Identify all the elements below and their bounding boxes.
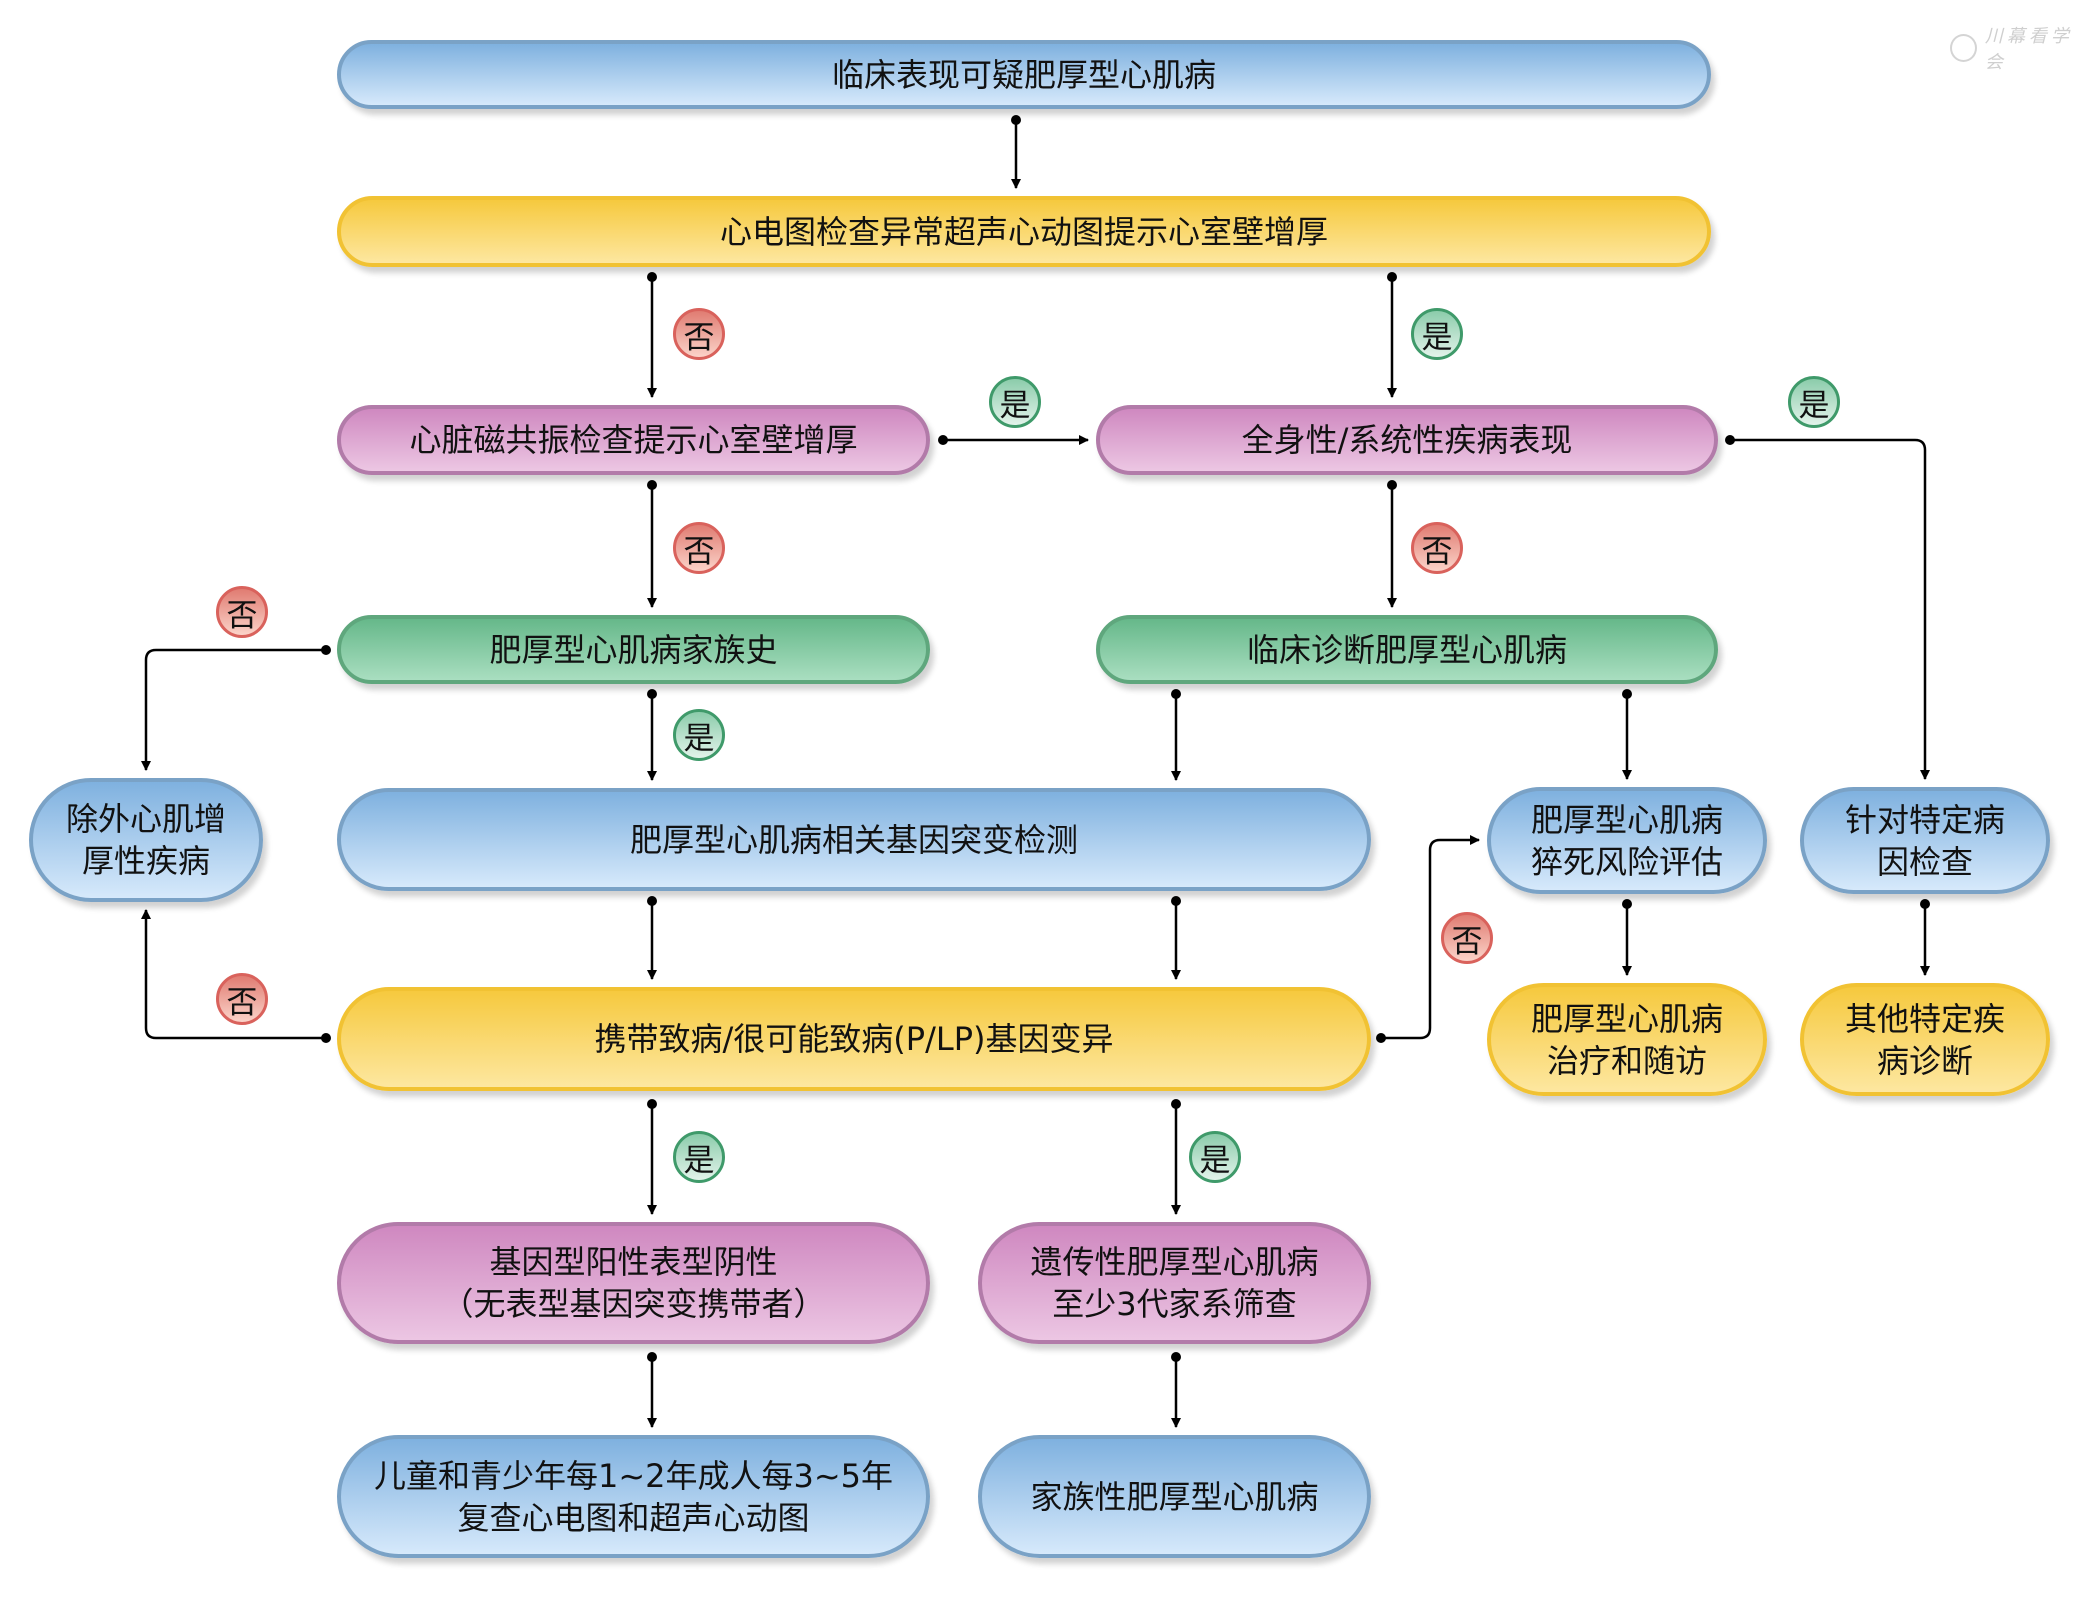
- connector-start-dot: [647, 1099, 657, 1109]
- node-genotype-positive-phenotype-negative: 基因型阳性表型阴性 （无表型基因突变携带者）: [337, 1222, 930, 1344]
- badge-no: 否: [673, 308, 725, 360]
- connector-start-dot: [1171, 689, 1181, 699]
- connector-start-dot: [647, 1352, 657, 1362]
- connector-plp-to-exclude: [141, 909, 326, 1040]
- watermark-text: 川幕看学会: [1984, 26, 2073, 73]
- badge-no: 否: [216, 586, 268, 638]
- node-treatment: 肥厚型心肌病 治疗和随访: [1487, 983, 1767, 1096]
- node-family-history: 肥厚型心肌病家族史: [337, 615, 930, 684]
- connector-systemic-to-specific: [1730, 438, 1930, 780]
- connector-start-dot: [647, 689, 657, 699]
- badge-no: 否: [1411, 522, 1463, 574]
- node-familial: 家族性肥厚型心肌病: [978, 1435, 1371, 1558]
- badge-yes: 是: [989, 376, 1041, 428]
- node-followup: 儿童和青少年每1~2年成人每3~5年 复查心电图和超声心动图: [337, 1435, 930, 1558]
- connector-start-dot: [321, 645, 331, 655]
- badge-no: 否: [216, 973, 268, 1025]
- connector-start-dot: [1171, 1352, 1181, 1362]
- connector-start-dot: [1171, 896, 1181, 906]
- node-other-dx: 其他特定疾 病诊断: [1800, 983, 2050, 1096]
- node-specific-exam: 针对特定病 因检查: [1800, 787, 2050, 894]
- seal-logo-icon: [1950, 34, 1977, 62]
- badge-yes: 是: [673, 709, 725, 761]
- watermark: 川幕看学会: [1950, 22, 2090, 74]
- connector-start-dot: [1725, 435, 1735, 445]
- connector-start-dot: [1622, 899, 1632, 909]
- connector-start-dot: [1387, 480, 1397, 490]
- connector-start-dot: [1920, 899, 1930, 909]
- node-systemic: 全身性/系统性疾病表现: [1096, 405, 1718, 475]
- badge-yes: 是: [1411, 308, 1463, 360]
- connector-start-dot: [1171, 1099, 1181, 1109]
- node-plp-carrier: 携带致病/很可能致病(P/LP)基因变异: [337, 987, 1371, 1091]
- node-ecg-echo: 心电图检查异常超声心动图提示心室壁增厚: [337, 196, 1711, 267]
- connector-start-dot: [1011, 115, 1021, 125]
- connector-start-dot: [647, 480, 657, 490]
- connector-start-dot: [647, 272, 657, 282]
- connector-start-dot: [1622, 689, 1632, 699]
- connector-start-dot: [1376, 1033, 1386, 1043]
- node-cmr: 心脏磁共振检查提示心室壁增厚: [337, 405, 930, 475]
- connector-start-dot: [1387, 272, 1397, 282]
- node-hereditary: 遗传性肥厚型心肌病 至少3代家系筛查: [978, 1222, 1371, 1344]
- node-gene-test: 肥厚型心肌病相关基因突变检测: [337, 788, 1371, 891]
- badge-no: 否: [673, 522, 725, 574]
- node-exclude: 除外心肌增 厚性疾病: [29, 778, 263, 902]
- connector-start-dot: [938, 435, 948, 445]
- badge-no: 否: [1441, 912, 1493, 964]
- badge-yes: 是: [1189, 1131, 1241, 1183]
- connector-family-to-exclude: [141, 648, 326, 771]
- connector-plp-to-risk: [1381, 835, 1480, 1040]
- node-risk-eval: 肥厚型心肌病 猝死风险评估: [1487, 787, 1767, 894]
- connector-start-dot: [321, 1033, 331, 1043]
- node-clinical-dx: 临床诊断肥厚型心肌病: [1096, 615, 1718, 684]
- badge-yes: 是: [673, 1131, 725, 1183]
- badge-yes: 是: [1788, 376, 1840, 428]
- connector-start-dot: [647, 896, 657, 906]
- node-clinical-suspect: 临床表现可疑肥厚型心肌病: [337, 40, 1711, 109]
